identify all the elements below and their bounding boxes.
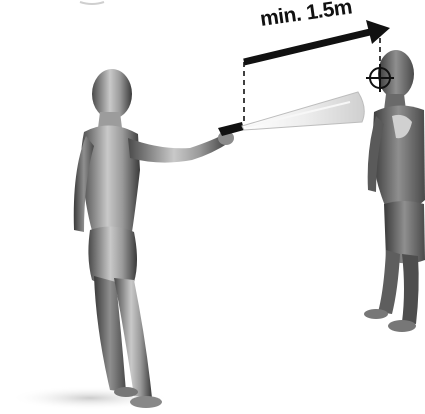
sprayer-left-foot xyxy=(114,387,138,397)
target-left-leg xyxy=(378,250,400,314)
arrow-head-icon xyxy=(366,20,390,44)
target-figure xyxy=(364,50,425,332)
sprayer-figure xyxy=(74,69,234,408)
sprayer-extended-arm xyxy=(128,133,230,163)
target-left-foot xyxy=(364,309,388,319)
sprayer-head xyxy=(92,69,132,119)
corner-mark xyxy=(80,2,104,4)
sprayer-right-foot xyxy=(130,396,162,408)
distance-arrow xyxy=(244,32,370,62)
target-right-leg xyxy=(402,254,419,324)
target-right-foot xyxy=(388,320,416,332)
target-head xyxy=(378,50,414,98)
